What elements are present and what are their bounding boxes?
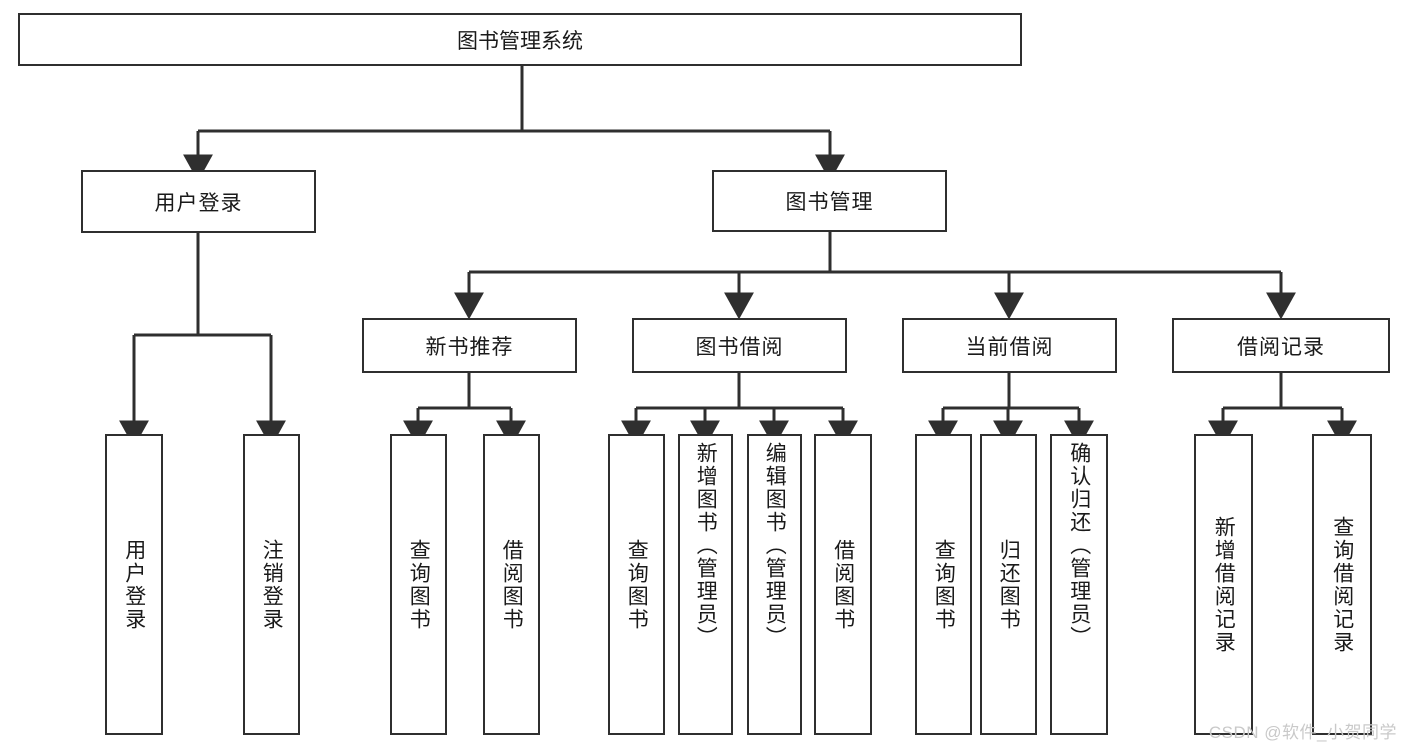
node-user-login-label: 用户登录 (154, 191, 243, 215)
node-book-borrow[interactable]: 图书借阅 (632, 318, 847, 373)
node-book-management-label: 图书管理 (785, 191, 874, 214)
leaf-current-borrow-return-book[interactable]: 归还图书 (980, 434, 1037, 735)
leaf-label: 查询图书 (407, 538, 431, 631)
node-user-login[interactable]: 用户登录 (81, 170, 316, 233)
leaf-borrow-record-add-record[interactable]: 新增借阅记录 (1194, 434, 1253, 735)
leaf-label: 查询图书 (625, 538, 649, 631)
leaf-new-book-query-book[interactable]: 查询图书 (390, 434, 447, 735)
leaf-book-borrow-edit-book[interactable]: 编辑图书（管理员） (747, 434, 802, 735)
leaf-label: 查询图书 (932, 538, 956, 631)
node-book-management[interactable]: 图书管理 (712, 170, 947, 232)
node-borrow-record[interactable]: 借阅记录 (1172, 318, 1390, 373)
leaf-label: 新增借阅记录 (1212, 515, 1236, 654)
leaf-user-login-login[interactable]: 用户登录 (105, 434, 163, 735)
leaf-current-borrow-confirm-return[interactable]: 确认归还（管理员） (1050, 434, 1108, 735)
node-new-book-recommend[interactable]: 新书推荐 (362, 318, 577, 373)
leaf-new-book-borrow-book[interactable]: 借阅图书 (483, 434, 540, 735)
leaf-label: 编辑图书（管理员） (763, 442, 787, 649)
leaf-label: 确认归还（管理员） (1067, 442, 1091, 649)
node-borrow-record-label: 借阅记录 (1237, 335, 1325, 359)
node-new-book-recommend-label: 新书推荐 (425, 335, 514, 359)
leaf-current-borrow-query-book[interactable]: 查询图书 (915, 434, 972, 735)
leaf-book-borrow-borrow-book[interactable]: 借阅图书 (814, 434, 872, 735)
leaf-book-borrow-add-book[interactable]: 新增图书（管理员） (678, 434, 733, 735)
leaf-label: 注销登录 (260, 538, 284, 631)
node-current-borrow[interactable]: 当前借阅 (902, 318, 1117, 373)
leaf-label: 归还图书 (997, 538, 1021, 631)
leaf-borrow-record-query-record[interactable]: 查询借阅记录 (1312, 434, 1372, 735)
leaf-book-borrow-query-book[interactable]: 查询图书 (608, 434, 665, 735)
leaf-label: 新增图书（管理员） (694, 442, 718, 649)
watermark: CSDN @软件_小贺同学 (1208, 723, 1397, 742)
node-root-label: 图书管理系统 (457, 29, 583, 53)
leaf-label: 用户登录 (122, 538, 146, 631)
node-book-borrow-label: 图书借阅 (695, 335, 784, 359)
leaf-user-login-logout[interactable]: 注销登录 (243, 434, 300, 735)
node-current-borrow-label: 当前借阅 (965, 335, 1054, 359)
node-root[interactable]: 图书管理系统 (18, 13, 1022, 66)
leaf-label: 借阅图书 (500, 538, 524, 631)
leaf-label: 查询借阅记录 (1330, 515, 1354, 654)
leaf-label: 借阅图书 (831, 538, 855, 631)
